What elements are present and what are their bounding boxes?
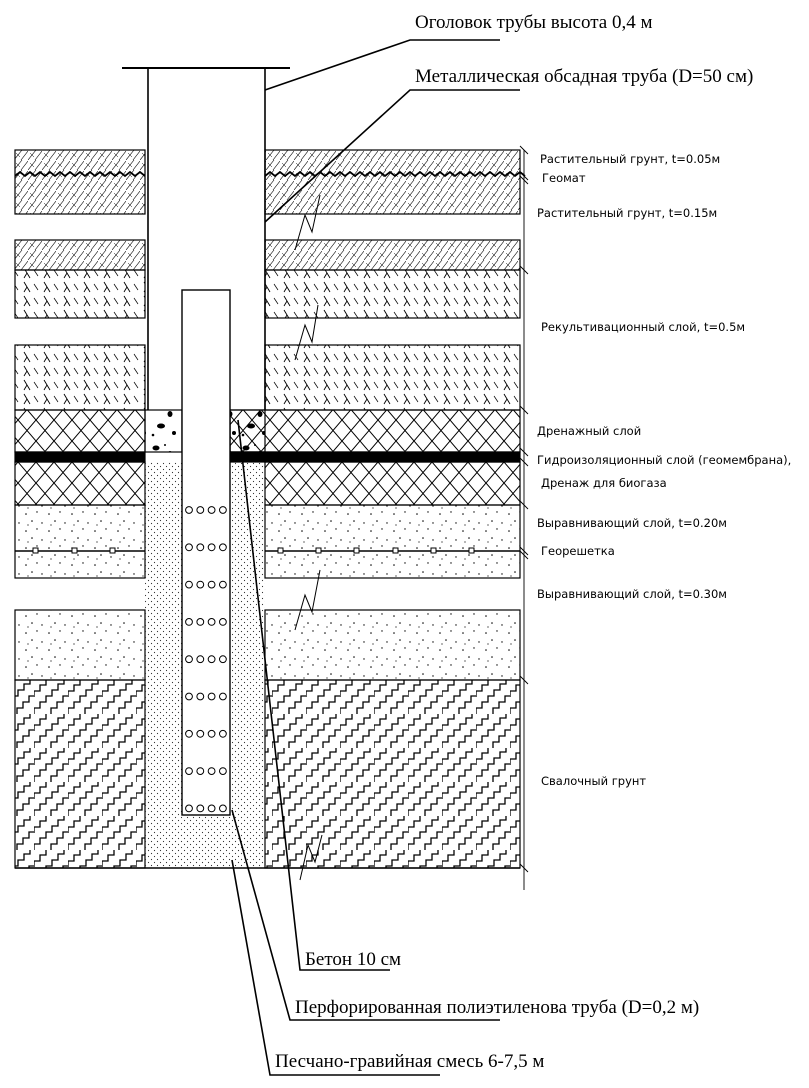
label-pipe-head: Оголовок трубы высота 0,4 м xyxy=(415,12,652,33)
layer-label: Геомат xyxy=(542,171,586,185)
layer-label: Выравнивающий слой, t=0.20м xyxy=(537,516,727,530)
perforation-hole xyxy=(207,729,216,738)
perforation-hole xyxy=(196,506,205,514)
geomembrane xyxy=(14,451,521,463)
leveling-layer xyxy=(14,504,521,681)
layer-label: Дренаж для биогаза xyxy=(541,476,667,490)
perforation-hole xyxy=(219,729,227,738)
perforation-hole xyxy=(219,655,227,664)
geogrid-line xyxy=(15,547,520,554)
well-assembly xyxy=(15,67,520,869)
layer-label: Гидроизоляционный слой (геомембрана), xyxy=(537,453,791,467)
geomat-line xyxy=(14,170,146,178)
label-perforated-pipe: Перфорированная полиэтиленова труба (D=0… xyxy=(295,997,699,1018)
perforation-hole xyxy=(207,506,216,514)
layer-label: Дренажный слой xyxy=(537,424,641,438)
perforation-hole xyxy=(219,618,227,626)
perforation-hole xyxy=(207,655,216,664)
perforation-hole xyxy=(196,804,205,813)
layer-labels: Растительный грунт, t=0.05м Геомат Расти… xyxy=(537,152,791,788)
perforated-pipe xyxy=(181,289,231,816)
perforation-hole xyxy=(207,767,216,775)
perforation-hole xyxy=(196,729,205,738)
perforation-hole xyxy=(185,804,193,813)
casing-pipe xyxy=(147,68,266,410)
perforation-hole xyxy=(219,580,227,589)
landfill-layer xyxy=(14,679,521,869)
break-symbols xyxy=(294,194,323,881)
perforation-hole xyxy=(219,692,227,701)
perforation-hole xyxy=(196,767,205,775)
perforation-hole xyxy=(207,543,216,552)
label-casing: Металлическая обсадная труба (D=50 см) xyxy=(415,66,753,87)
topsoil-layer xyxy=(14,149,521,271)
perforation-hole xyxy=(219,506,227,514)
concrete-left xyxy=(144,409,183,453)
perforation-hole xyxy=(207,692,216,701)
perforation-hole xyxy=(185,729,193,738)
label-concrete: Бетон 10 см xyxy=(305,949,401,970)
callout-labels: Оголовок трубы высота 0,4 м Металлическа… xyxy=(275,12,753,1072)
perforation-hole xyxy=(219,543,227,552)
perforation-hole xyxy=(196,692,205,701)
layer-label: Выравнивающий слой, t=0.30м xyxy=(537,587,727,601)
perforation-hole xyxy=(185,767,193,775)
layer-label: Растительный грунт, t=0.05м xyxy=(540,152,720,166)
layer-label: Георешетка xyxy=(541,544,615,558)
perforation-hole xyxy=(207,580,216,589)
leader-lines xyxy=(231,39,520,1076)
perforation-hole xyxy=(185,580,193,589)
perforation-hole xyxy=(207,804,216,813)
perforation-hole xyxy=(196,543,205,552)
soil-layers xyxy=(14,149,526,881)
perforation-hole xyxy=(196,618,205,626)
perforation-hole xyxy=(185,655,193,664)
layer-label: Растительный грунт, t=0.15м xyxy=(537,206,717,220)
layer-label: Рекультивационный слой, t=0.5м xyxy=(541,320,745,334)
perforation-hole xyxy=(185,506,193,514)
reclamation-layer xyxy=(14,269,521,411)
perforation-hole xyxy=(219,804,227,813)
perforation-hole xyxy=(185,692,193,701)
dimension-line xyxy=(519,145,529,890)
perforation-hole xyxy=(196,655,205,664)
perforation-hole xyxy=(185,543,193,552)
perforation-hole xyxy=(185,618,193,626)
concrete-right xyxy=(229,409,266,453)
perforation-hole xyxy=(207,618,216,626)
label-sand-gravel: Песчано-гравийная смесь 6-7,5 м xyxy=(275,1051,544,1072)
perforation-hole xyxy=(196,580,205,589)
layer-label: Свалочный грунт xyxy=(541,774,646,788)
perforation-hole xyxy=(219,767,227,775)
